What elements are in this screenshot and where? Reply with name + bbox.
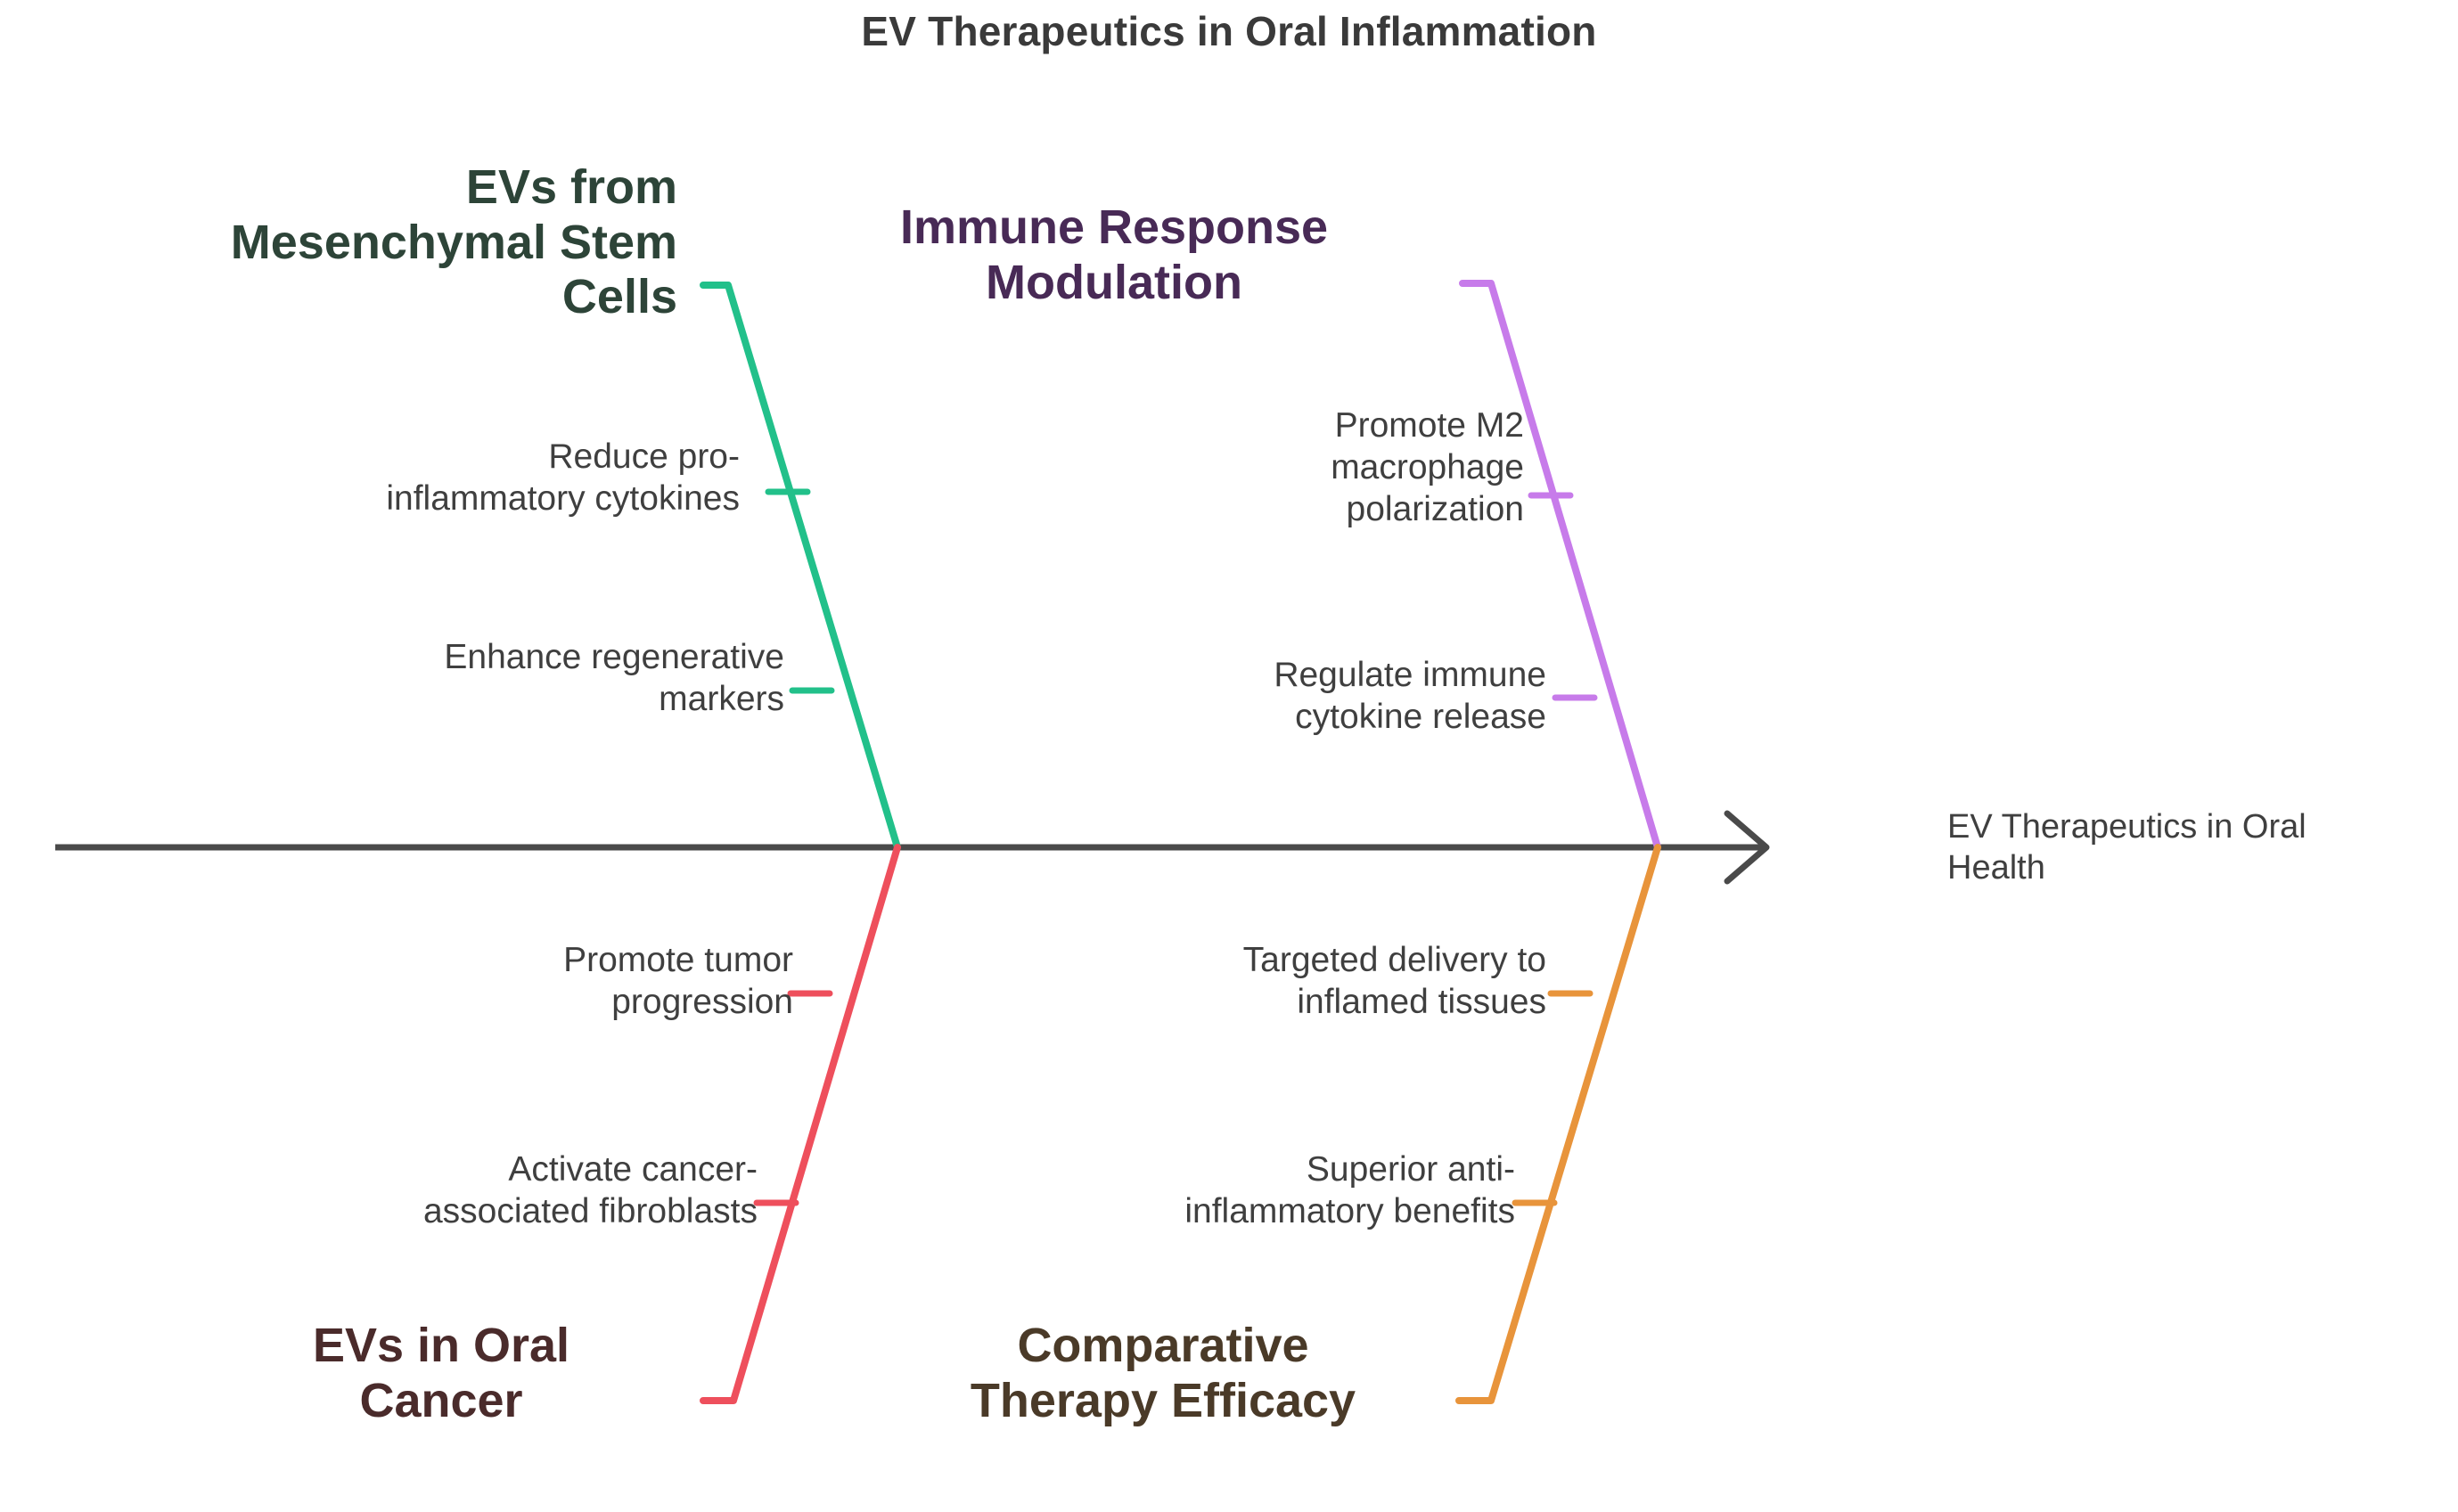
effect-label-line2: Health bbox=[1947, 849, 2045, 887]
cause-immune-2: Regulate immune cytokine release bbox=[900, 655, 1546, 739]
category-label-comparative: Comparative Therapy Efficacy bbox=[896, 1319, 1430, 1428]
cause-comparative-2-line1: Superior anti- bbox=[1306, 1150, 1515, 1189]
cause-cancer-1-line2: progression bbox=[611, 982, 793, 1021]
cause-cancer-1-line1: Promote tumor bbox=[563, 941, 793, 979]
cause-immune-2-line2: cytokine release bbox=[1295, 697, 1546, 736]
spine-arrow-head bbox=[1724, 810, 1770, 885]
branch-bone-comparative bbox=[1455, 844, 1661, 1404]
cause-immune-1-line2: macrophage bbox=[1331, 447, 1524, 486]
cause-msc-2-line2: markers bbox=[659, 679, 784, 718]
branch-bone-cancer bbox=[700, 844, 901, 1404]
category-label-immune-line2: Modulation bbox=[986, 255, 1242, 309]
category-label-comparative-line1: Comparative bbox=[1017, 1319, 1309, 1372]
category-label-msc-line2: Mesenchymal Stem bbox=[230, 215, 677, 269]
cause-immune-1-line1: Promote M2 bbox=[1334, 406, 1524, 445]
cause-comparative-2: Superior anti- inflammatory benefits bbox=[842, 1149, 1515, 1233]
effect-label: EV Therapeutics in Oral Health bbox=[1947, 806, 2446, 889]
cause-msc-2: Enhance regenerative markers bbox=[80, 637, 784, 721]
branch-bone-immune bbox=[1459, 280, 1661, 851]
cause-cancer-1: Promote tumor progression bbox=[116, 940, 793, 1024]
category-label-immune-line1: Immune Response bbox=[899, 200, 1329, 254]
cause-msc-1: Reduce pro- inflammatory cytokines bbox=[53, 437, 740, 520]
category-label-msc-line1: EVs from bbox=[465, 160, 677, 214]
cause-cancer-2-line1: Activate cancer- bbox=[508, 1150, 758, 1189]
cause-comparative-1-line2: inflamed tissues bbox=[1297, 982, 1546, 1021]
branch-bone-msc bbox=[700, 282, 901, 851]
cause-immune-2-line1: Regulate immune bbox=[1274, 656, 1546, 694]
category-label-cancer-line2: Cancer bbox=[359, 1373, 523, 1427]
category-label-cancer: EVs in Oral Cancer bbox=[223, 1319, 660, 1428]
category-label-immune: Immune Response Modulation bbox=[775, 200, 1453, 310]
cause-comparative-1: Targeted delivery to inflamed tissues bbox=[900, 940, 1546, 1024]
page-title: EV Therapeutics in Oral Inflammation bbox=[861, 8, 1597, 54]
cause-msc-1-line2: inflammatory cytokines bbox=[386, 478, 740, 518]
cause-msc-2-line1: Enhance regenerative bbox=[444, 638, 784, 676]
cause-immune-1: Promote M2 macrophage polarization bbox=[927, 405, 1524, 530]
cause-cancer-2-line2: associated fibroblasts bbox=[422, 1191, 758, 1230]
cause-msc-1-line1: Reduce pro- bbox=[548, 437, 740, 476]
cause-cancer-2: Activate cancer- associated fibroblasts bbox=[53, 1149, 758, 1233]
cause-comparative-2-line2: inflammatory benefits bbox=[1184, 1191, 1515, 1230]
effect-label-line1: EV Therapeutics in Oral bbox=[1947, 808, 2306, 846]
category-label-msc-line3: Cells bbox=[561, 270, 677, 324]
cause-immune-1-line3: polarization bbox=[1346, 489, 1524, 528]
category-label-msc: EVs from Mesenchymal Stem Cells bbox=[0, 160, 677, 325]
category-label-comparative-line2: Therapy Efficacy bbox=[970, 1373, 1356, 1427]
cause-comparative-1-line1: Targeted delivery to bbox=[1242, 941, 1546, 979]
category-label-cancer-line1: EVs in Oral bbox=[312, 1319, 570, 1372]
